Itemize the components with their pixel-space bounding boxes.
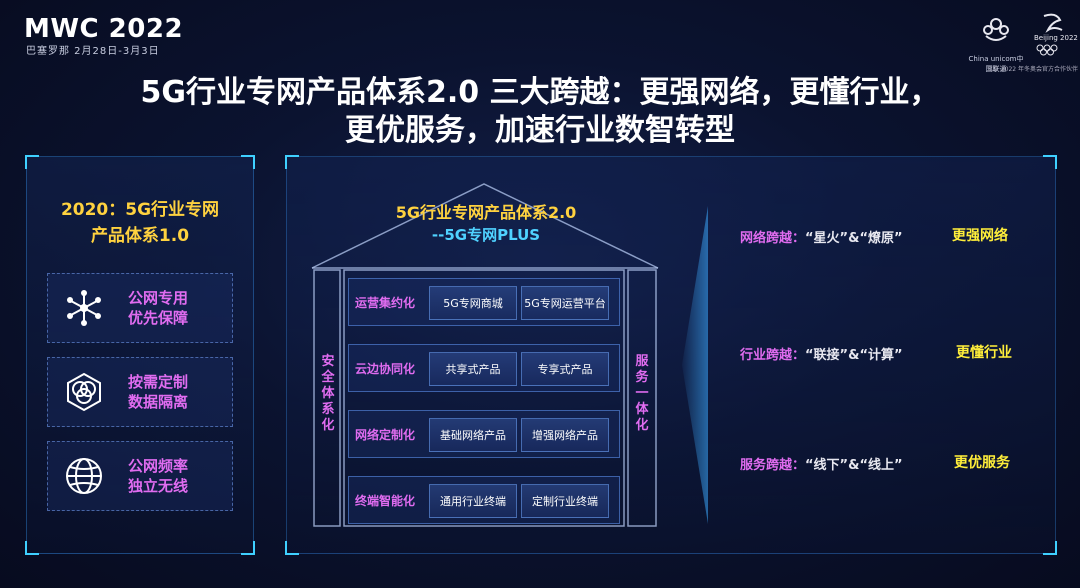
network-nodes-icon <box>64 288 104 328</box>
feature-card: 公网频率 独立无线 <box>47 441 233 511</box>
event-title: MWC 2022 <box>24 14 184 44</box>
page-title: 5G行业专网产品体系2.0 三大跨越：更强网络，更懂行业， 更优服务，加速行业数… <box>0 74 1080 150</box>
globe-icon <box>64 456 104 496</box>
product-box: 通用行业终端 <box>429 484 517 518</box>
feature-line2: 数据隔离 <box>128 393 189 411</box>
left-pillar-label: 安全体系化 <box>321 354 335 433</box>
leap-result: 更优服务 <box>954 455 1010 471</box>
leap-item: 行业跨越：“联接”&“计算” <box>740 344 903 363</box>
beijing-2022-logo-icon: Beijing 2022 <box>1030 10 1078 56</box>
layer-name: 网络定制化 <box>355 428 416 442</box>
product-box: 5G专网商城 <box>429 286 517 320</box>
leap-key: 行业跨越： <box>740 348 806 363</box>
layer-name: 云边协同化 <box>355 362 416 376</box>
product-box: 增强网络产品 <box>521 418 609 452</box>
product-box: 定制行业终端 <box>521 484 609 518</box>
partner-line: 北京 2022 年冬奥会官方合作伙伴 <box>986 66 1078 73</box>
event-subtitle: 巴塞罗那 2月28日-3月3日 <box>26 46 160 57</box>
feature-text: 公网专用 优先保障 <box>128 288 188 328</box>
product-box: 专享式产品 <box>521 352 609 386</box>
leap-result: 更强网络 <box>952 228 1008 244</box>
house-diagram <box>311 183 659 527</box>
leap-key: 网络跨越： <box>740 231 806 246</box>
leap-key: 服务跨越： <box>740 458 806 473</box>
leap-quote: “线下”&“线上” <box>805 458 903 473</box>
system-2-title: 5G行业专网产品体系2.0 <box>395 203 577 222</box>
product-box: 5G专网运营平台 <box>521 286 609 320</box>
hexagon-layers-icon <box>64 372 104 412</box>
layer-row: 终端智能化 通用行业终端 定制行业终端 <box>348 476 620 524</box>
feature-card: 公网专用 优先保障 <box>47 273 233 343</box>
feature-card: 按需定制 数据隔离 <box>47 357 233 427</box>
panel-title: 2020：5G行业专网 产品体系1.0 <box>27 197 253 249</box>
leap-quote: “联接”&“计算” <box>805 348 903 363</box>
feature-line2: 独立无线 <box>128 477 189 495</box>
leap-quote: “星火”&“燎原” <box>805 231 903 246</box>
beijing-logo-text: Beijing 2022 <box>1034 34 1078 42</box>
china-unicom-logo-icon <box>968 12 1024 54</box>
product-box: 基础网络产品 <box>429 418 517 452</box>
layer-row: 网络定制化 基础网络产品 增强网络产品 <box>348 410 620 458</box>
right-pillar-label: 服务一体化 <box>635 354 649 433</box>
product-system-2-panel <box>285 155 1057 555</box>
system-2-subtitle: --5G专网PLUS <box>431 226 541 244</box>
product-box: 共享式产品 <box>429 352 517 386</box>
leap-item: 服务跨越：“线下”&“线上” <box>740 454 903 473</box>
leap-item: 网络跨越：“星火”&“燎原” <box>740 227 903 246</box>
feature-line2: 优先保障 <box>128 309 189 327</box>
page-title-line2: 更优服务，加速行业数智转型 <box>345 113 735 148</box>
feature-text: 按需定制 数据隔离 <box>128 372 188 412</box>
page-title-line1: 5G行业专网产品体系2.0 三大跨越：更强网络，更懂行业， <box>140 75 940 110</box>
panel-title-line1: 2020：5G行业专网 <box>60 200 220 220</box>
layer-name: 终端智能化 <box>355 494 416 508</box>
fan-connector <box>682 206 708 524</box>
layer-row: 云边协同化 共享式产品 专享式产品 <box>348 344 620 392</box>
leap-result: 更懂行业 <box>956 345 1012 361</box>
panel-title-line2: 产品体系1.0 <box>90 226 190 246</box>
unicom-logo-text: China unicom中国联通 <box>968 55 1024 73</box>
feature-line1: 公网专用 <box>128 289 189 307</box>
product-system-1-panel: 2020：5G行业专网 产品体系1.0 公网专用 优先保障 <box>25 155 255 555</box>
feature-line1: 公网频率 <box>128 457 189 475</box>
feature-text: 公网频率 独立无线 <box>128 456 188 496</box>
layer-row: 运营集约化 5G专网商城 5G专网运营平台 <box>348 278 620 326</box>
feature-line1: 按需定制 <box>128 373 189 391</box>
layer-name: 运营集约化 <box>355 296 416 310</box>
